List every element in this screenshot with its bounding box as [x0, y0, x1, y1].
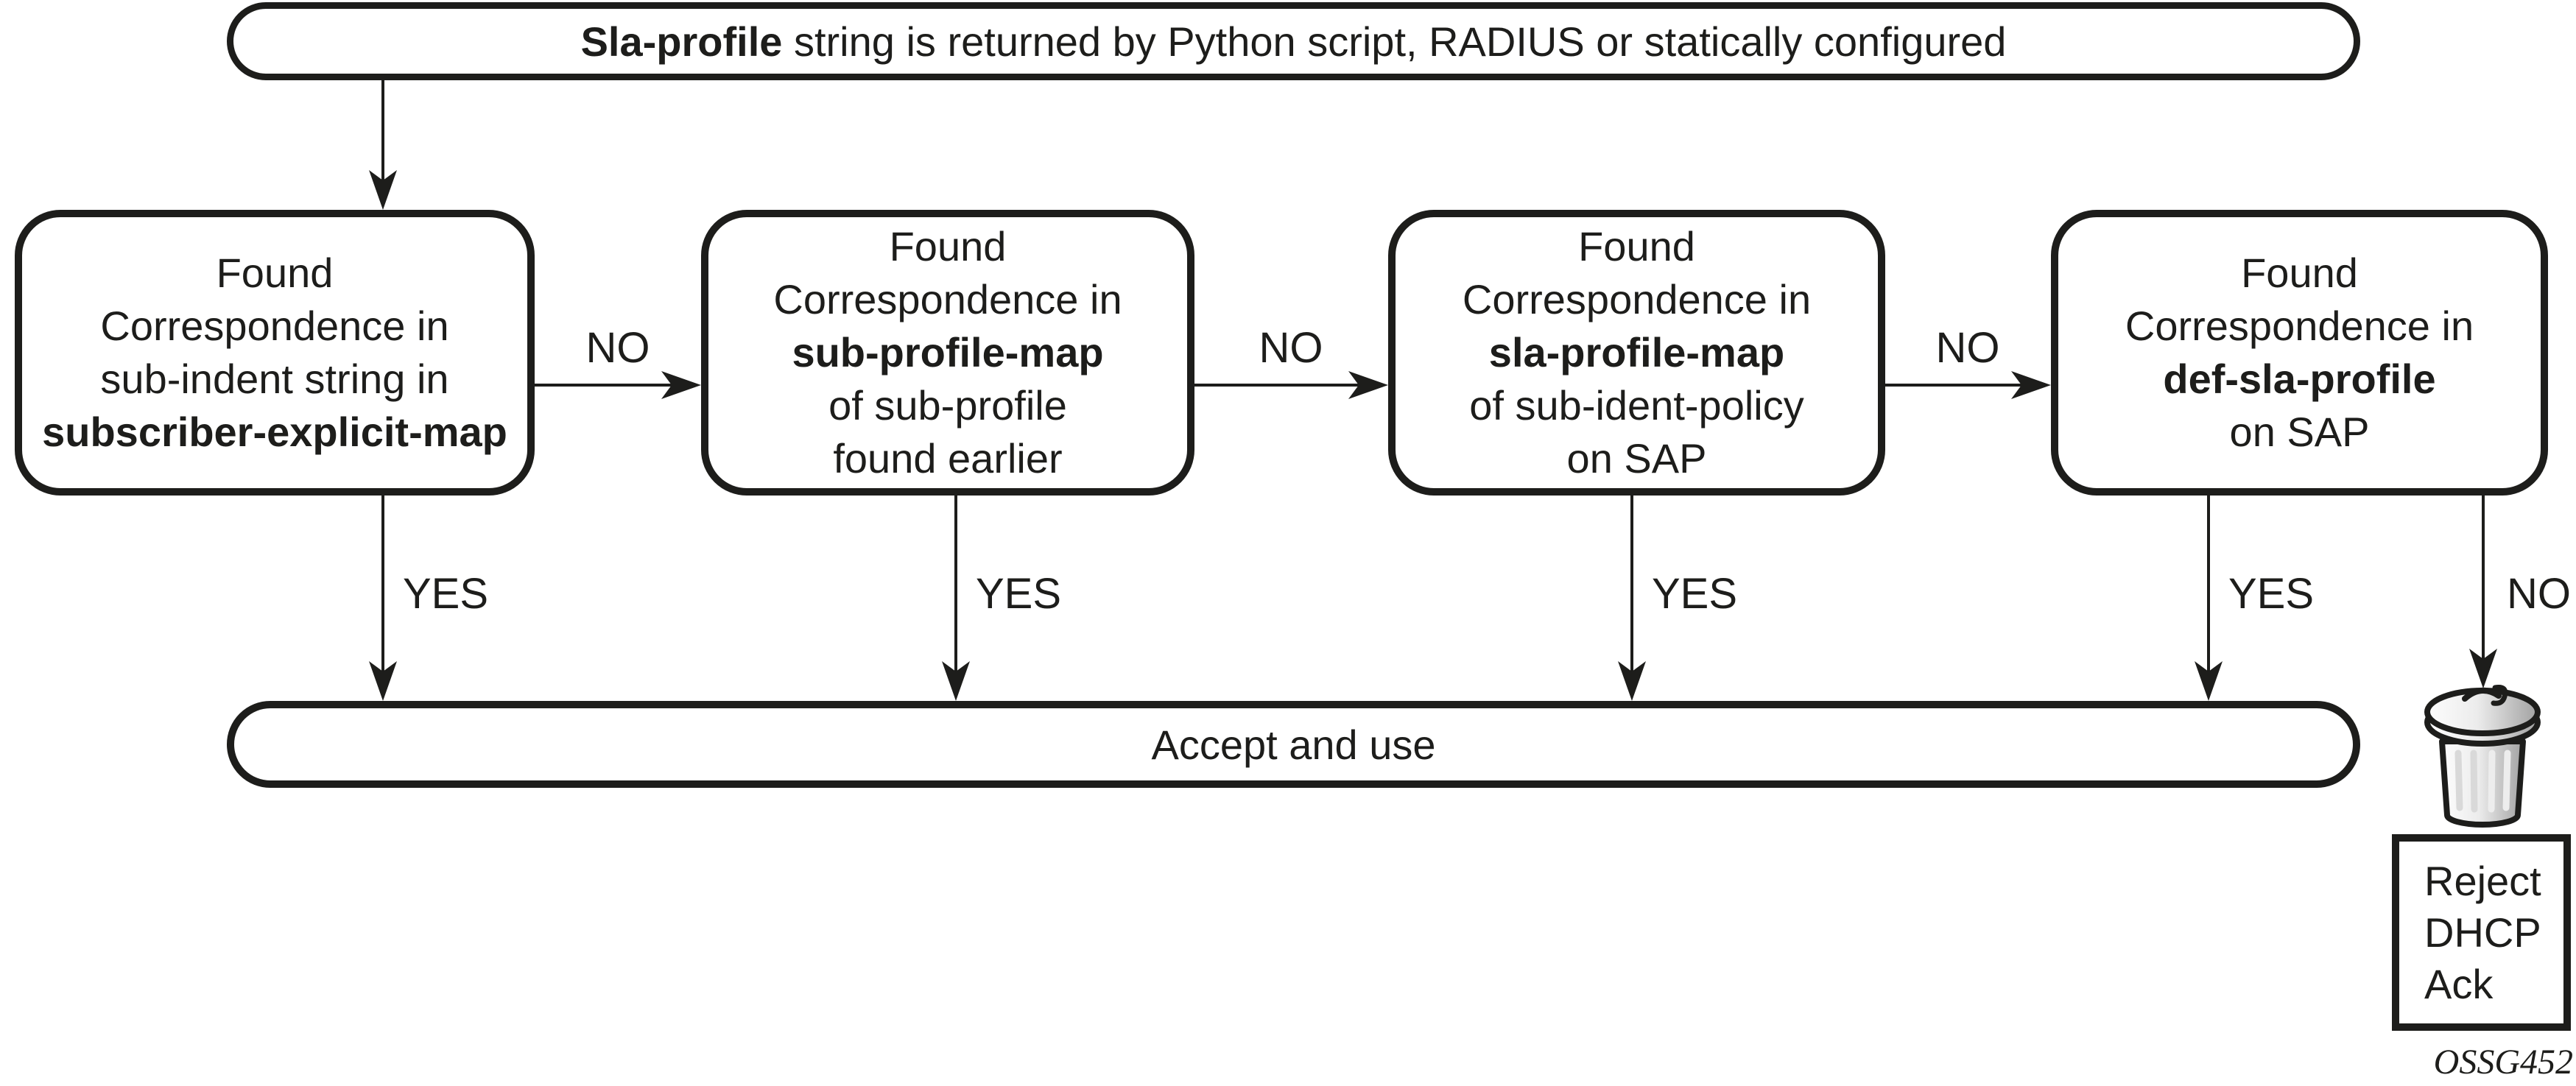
no-reject-arrow [2469, 496, 2497, 688]
text-line: Correspondence in [1462, 276, 1812, 322]
text-line: sla-profile-map [1488, 329, 1785, 375]
start-arrow-head [369, 170, 397, 210]
yes-label-3: YES [1652, 570, 1738, 618]
yes-arrow-1-head [369, 661, 397, 701]
text-line: found earlier [833, 435, 1063, 482]
no-arrow-2 [1194, 371, 1388, 399]
trash-can-icon [2424, 685, 2541, 828]
text-line: Found [889, 223, 1007, 269]
start-node: Sla-profile string is returned by Python… [227, 2, 2360, 80]
yes-arrow-3-head [1618, 661, 1646, 701]
yes-arrow-4-head [2195, 661, 2223, 701]
yes-label-1: YES [403, 570, 489, 618]
text-line: Ack [2424, 960, 2494, 1007]
text-line: on SAP [1566, 435, 1707, 482]
no-arrow-3 [1885, 371, 2051, 399]
yes-arrow-4 [2195, 496, 2223, 701]
yes-arrow-3 [1618, 496, 1646, 701]
no-arrow-1-head [661, 371, 701, 399]
no-label-2: NO [1259, 324, 1323, 372]
no-label-1: NO [585, 324, 650, 372]
start-node-rest-text: string is returned by Python script, RAD… [782, 18, 2007, 65]
text-line: Reject [2424, 857, 2541, 904]
text-line: on SAP [2229, 409, 2370, 455]
yes-arrow-1 [369, 496, 397, 701]
trash-can-body [2439, 738, 2526, 828]
start-arrow [369, 80, 397, 210]
text-line: DHCP [2424, 909, 2541, 956]
text-line: Correspondence in [100, 303, 449, 349]
text-line: of sub-ident-policy [1469, 382, 1804, 429]
figure-code: OSSG452 [2433, 1043, 2573, 1082]
trash-can-lid [2424, 685, 2541, 747]
no-arrow-2-head [1348, 371, 1388, 399]
no-label-3: NO [1935, 324, 2000, 372]
no-label-4: NO [2507, 570, 2571, 618]
start-node-text: Sla-profile string is returned by Python… [581, 18, 2007, 66]
text-line: subscriber-explicit-map [42, 409, 507, 455]
accept-node: Accept and use [227, 701, 2360, 788]
text-line: Found [1578, 223, 1695, 269]
yes-label-2: YES [976, 570, 1062, 618]
yes-arrow-2 [942, 496, 970, 701]
text-line: sub-indent string in [100, 356, 449, 402]
yes-label-4: YES [2228, 570, 2315, 618]
text-line: def-sla-profile [2163, 356, 2436, 402]
start-node-bold-text: Sla-profile [580, 18, 783, 65]
text-line: Correspondence in [773, 276, 1122, 322]
text-line: Found [2241, 250, 2358, 296]
no-reject-arrow-head [2469, 649, 2497, 688]
yes-arrow-2-head [942, 661, 970, 701]
no-arrow-1 [535, 371, 701, 399]
text-line: of sub-profile [828, 382, 1067, 429]
accept-node-text: Accept and use [1151, 721, 1436, 768]
text-line: Found [216, 250, 334, 296]
text-line: Correspondence in [2125, 303, 2474, 349]
text-line: sub-profile-map [792, 329, 1104, 375]
no-arrow-3-head [2011, 371, 2051, 399]
